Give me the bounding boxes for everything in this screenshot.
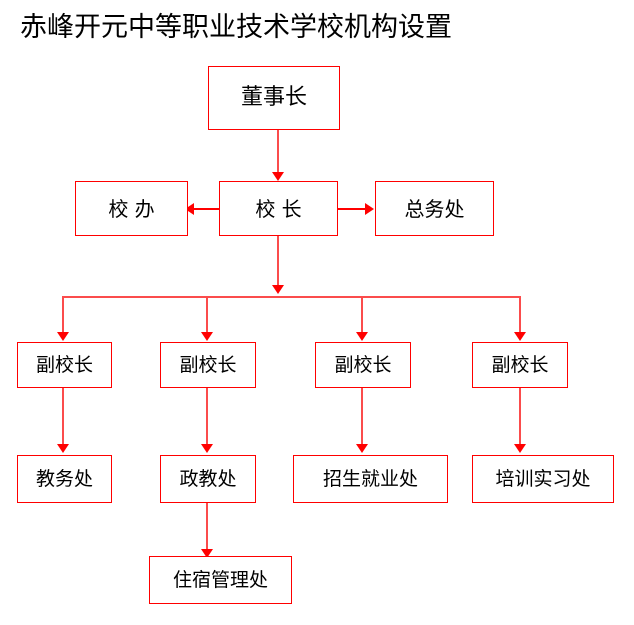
arrowhead-bus-to-vice-principal-3 <box>356 332 368 341</box>
page-title: 赤峰开元中等职业技术学校机构设置 <box>20 12 452 43</box>
arrowhead-principal-to-bus <box>272 285 284 294</box>
node-training-internship-label: 培训实习处 <box>495 467 591 490</box>
arrowhead-principal-to-school-office <box>185 203 194 215</box>
connector-bus-to-vice-principal-2 <box>206 296 208 336</box>
arrowhead-bus-to-vice-principal-1 <box>57 332 69 341</box>
node-enrollment-employment[interactable]: 招生就业处 <box>293 455 448 503</box>
connector-vice-principal-4-to-training-internship <box>519 388 521 448</box>
connector-political-education-to-dormitory <box>206 503 208 555</box>
arrowhead-vice-principal-2-to-political-education <box>201 444 213 453</box>
node-school-office-label: 校 办 <box>108 196 155 221</box>
arrowhead-political-education-to-dormitory <box>201 549 213 558</box>
connector-vice-principal-1-to-academic-affairs <box>62 388 64 448</box>
node-general-affairs[interactable]: 总务处 <box>375 181 494 236</box>
node-principal[interactable]: 校 长 <box>219 181 338 236</box>
node-vice-principal-3-label: 副校长 <box>334 353 392 376</box>
node-dormitory-management-label: 住宿管理处 <box>172 568 268 591</box>
arrowhead-vice-principal-1-to-academic-affairs <box>57 444 69 453</box>
connector-vice-principal-bus <box>63 296 521 298</box>
arrowhead-vice-principal-4-to-training-internship <box>514 444 526 453</box>
node-vice-principal-1[interactable]: 副校长 <box>17 342 112 388</box>
connector-bus-to-vice-principal-1 <box>62 296 64 336</box>
node-general-affairs-label: 总务处 <box>404 196 465 221</box>
connector-principal-to-school-office <box>190 208 220 210</box>
node-vice-principal-2-label: 副校长 <box>179 353 237 376</box>
node-vice-principal-3[interactable]: 副校长 <box>315 342 411 388</box>
arrowhead-principal-to-general-affairs <box>365 203 374 215</box>
arrowhead-bus-to-vice-principal-2 <box>201 332 213 341</box>
node-enrollment-employment-label: 招生就业处 <box>322 467 418 490</box>
arrowhead-vice-principal-3-to-enrollment-employment <box>356 444 368 453</box>
arrowhead-bus-to-vice-principal-4 <box>514 332 526 341</box>
node-academic-affairs[interactable]: 教务处 <box>17 455 112 503</box>
node-training-internship[interactable]: 培训实习处 <box>472 455 614 503</box>
node-chairman[interactable]: 董事长 <box>208 66 340 130</box>
node-academic-affairs-label: 教务处 <box>35 467 93 490</box>
node-principal-label: 校 长 <box>255 196 302 221</box>
node-vice-principal-2[interactable]: 副校长 <box>160 342 256 388</box>
connector-vice-principal-3-to-enrollment-employment <box>361 388 363 448</box>
connector-vice-principal-2-to-political-education <box>206 388 208 448</box>
connector-principal-to-general-affairs <box>338 208 367 210</box>
connector-bus-to-vice-principal-4 <box>519 296 521 336</box>
node-school-office[interactable]: 校 办 <box>75 181 188 236</box>
connector-chairman-to-principal <box>277 130 279 176</box>
arrowhead-chairman-to-principal <box>272 172 284 181</box>
node-vice-principal-4-label: 副校长 <box>491 353 549 376</box>
node-dormitory-management[interactable]: 住宿管理处 <box>149 556 292 604</box>
connector-principal-to-bus <box>277 236 279 288</box>
node-chairman-label: 董事长 <box>240 85 307 110</box>
node-vice-principal-4[interactable]: 副校长 <box>472 342 568 388</box>
node-political-education-label: 政教处 <box>179 467 237 490</box>
connector-bus-to-vice-principal-3 <box>361 296 363 336</box>
node-political-education[interactable]: 政教处 <box>160 455 256 503</box>
node-vice-principal-1-label: 副校长 <box>35 353 93 376</box>
